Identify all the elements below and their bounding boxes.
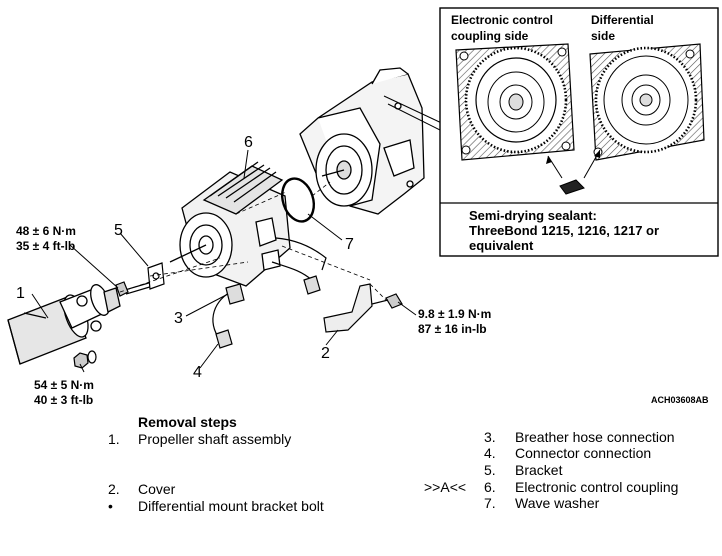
callout-3: 3 <box>174 310 183 327</box>
step-number: 4. <box>484 445 496 461</box>
sealant-note: Semi-drying sealant: ThreeBond 1215, 121… <box>469 208 659 253</box>
step-number: 1. <box>108 431 120 447</box>
removal-step: 7. Wave washer <box>424 495 599 512</box>
sealant-line: ThreeBond 1215, 1216, 1217 or <box>469 223 660 238</box>
torque-imperial: 87 ± 16 in-lb <box>418 322 487 336</box>
callout-1: 1 <box>16 285 25 302</box>
assembly-lines <box>119 181 387 301</box>
torque-metric: 48 ± 6 N·m <box>16 224 76 238</box>
heading-line: Differential <box>591 13 654 27</box>
step-text: Breather hose connection <box>515 429 675 445</box>
torque-imperial: 35 ± 4 ft-lb <box>16 239 76 253</box>
inset-heading-coupling-side: Electronic control coupling side <box>451 12 553 44</box>
step-text: Connector connection <box>515 445 652 461</box>
callout-6: 6 <box>244 134 253 151</box>
electronic-control-coupling <box>169 161 291 287</box>
torque-imperial: 40 ± 3 ft-lb <box>34 393 94 407</box>
removal-step: 4. Connector connection <box>424 445 651 462</box>
step-text: Propeller shaft assembly <box>138 431 292 447</box>
bracket-bolt <box>115 281 154 297</box>
step-text: Wave washer <box>515 495 600 511</box>
removal-step: 1. Propeller shaft assembly <box>108 431 291 448</box>
step-number: 6. <box>484 479 496 495</box>
step-text: Differential mount bracket bolt <box>138 498 324 514</box>
heading-line: Electronic control <box>451 13 554 27</box>
removal-steps-title: Removal steps <box>138 414 237 430</box>
step-number: 5. <box>484 462 496 478</box>
removal-step: 3. Breather hose connection <box>424 429 675 446</box>
inset-heading-differential-side: Differential side <box>591 12 654 44</box>
removal-step: 2. Cover <box>108 481 175 498</box>
torque-metric: 9.8 ± 1.9 N·m <box>418 307 492 321</box>
torque-metric: 54 ± 5 N·m <box>34 378 94 392</box>
figure-code: ACH03608AB <box>651 395 709 405</box>
step-text: Bracket <box>515 462 563 478</box>
sealant-line: equivalent <box>469 238 534 253</box>
callout-4: 4 <box>193 364 202 381</box>
heading-line: side <box>591 29 616 43</box>
callout-2: 2 <box>321 345 330 362</box>
callout-5: 5 <box>114 222 123 239</box>
flange-nut <box>73 350 97 369</box>
leader-lines <box>31 95 449 373</box>
step-number: 3. <box>484 429 496 445</box>
step-number: 7. <box>484 495 496 511</box>
removal-step: • Differential mount bracket bolt <box>108 498 324 515</box>
removal-step: >>A<< 6. Electronic control coupling <box>424 479 678 496</box>
differential-carrier <box>299 67 425 215</box>
step-text: Cover <box>138 481 176 497</box>
service-ref: >>A<< <box>424 479 467 495</box>
step-bullet: • <box>108 498 113 514</box>
heading-line: coupling side <box>451 29 529 43</box>
torque-spec-bracket-bolt: 48 ± 6 N·m 35 ± 4 ft-lb <box>16 224 76 254</box>
step-text: Electronic control coupling <box>515 479 679 495</box>
sealant-line: Semi-drying sealant: <box>469 208 597 223</box>
sealant-inset <box>439 7 719 257</box>
torque-spec-flange-nut: 54 ± 5 N·m 40 ± 3 ft-lb <box>34 378 94 408</box>
callout-7: 7 <box>345 236 354 253</box>
wiring-harness <box>212 237 327 349</box>
torque-spec-breather-bolt: 9.8 ± 1.9 N·m 87 ± 16 in-lb <box>418 307 491 337</box>
removal-step: 5. Bracket <box>424 462 562 479</box>
propeller-shaft-assembly <box>7 284 121 365</box>
step-number: 2. <box>108 481 120 497</box>
breather-bracket <box>323 283 403 333</box>
